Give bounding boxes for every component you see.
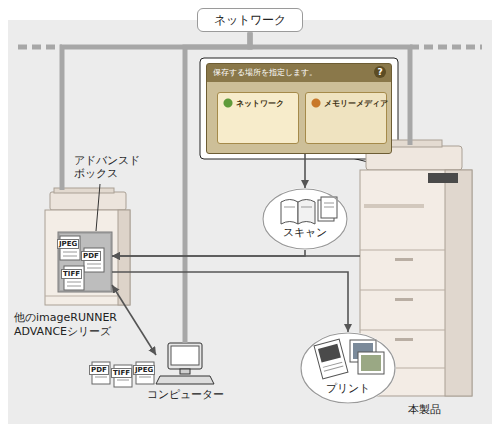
computer-documents xyxy=(139,377,151,378)
flow-arrow xyxy=(112,272,348,332)
other-copier-drawing xyxy=(45,210,130,305)
file-type-tag: PDF xyxy=(81,251,101,261)
network-title: ネットワーク xyxy=(198,9,302,31)
leader-line xyxy=(96,184,100,231)
button-label: ネットワーク xyxy=(218,93,298,108)
print-illustration xyxy=(361,355,381,371)
background-panel xyxy=(8,20,492,424)
other-copier-drawing xyxy=(50,192,126,210)
main-copier-drawing xyxy=(360,140,472,396)
main-copier-drawing xyxy=(360,170,472,396)
bubble-outline xyxy=(301,333,395,403)
other-copier-drawing xyxy=(118,210,130,305)
document-icon xyxy=(67,286,81,287)
computer-drawing xyxy=(156,376,214,384)
scan-illustration xyxy=(281,200,298,225)
print-illustration xyxy=(314,339,348,379)
file-type-tag: PDF xyxy=(89,365,109,375)
main-copier-drawing xyxy=(360,290,445,291)
main-copier-drawing xyxy=(395,338,413,341)
background-panel xyxy=(8,20,492,424)
document-icon xyxy=(87,268,101,269)
computer-documents xyxy=(117,380,129,381)
main-copier-drawing xyxy=(360,250,445,251)
computer-drawing xyxy=(156,343,214,384)
document-icon xyxy=(63,256,77,257)
device-label: 他のimageRUNNER ADVANCEシリーズ xyxy=(14,311,128,339)
advanced-box-drawing xyxy=(58,232,112,292)
save-location-panel: ネットワークメモリーメディア保存する場所を指定します。 xyxy=(206,63,392,154)
screen-callout xyxy=(200,58,398,159)
button-label: メモリーメディア xyxy=(306,93,386,108)
box-label: アドバンスドボックス xyxy=(74,154,144,180)
print-illustration xyxy=(318,344,341,363)
document-icon xyxy=(67,282,81,283)
document-icon xyxy=(87,264,101,265)
file-type-tag: JPEG xyxy=(133,365,155,375)
computer-drawing xyxy=(171,346,199,365)
other-copier-drawing xyxy=(45,188,130,305)
scan-bubble: スキャン xyxy=(262,188,348,250)
computer-drawing xyxy=(168,343,202,369)
scan-illustration xyxy=(262,188,348,250)
print-label: プリント xyxy=(300,382,396,395)
print-illustration xyxy=(358,352,384,374)
network-bus-dashes xyxy=(18,45,62,50)
file-type-tag: TIFF xyxy=(61,269,82,279)
bubble-outline xyxy=(263,189,347,249)
computer: コンピューター xyxy=(156,343,214,385)
main-copier: 本製品 xyxy=(360,145,472,395)
computer-drawing xyxy=(180,369,190,374)
scan-label: スキャン xyxy=(262,226,348,239)
help-icon: ? xyxy=(374,66,386,78)
print-illustration xyxy=(324,366,343,371)
print-illustration xyxy=(300,332,396,404)
main-copier-drawing xyxy=(395,298,413,301)
network-button: ネットワーク xyxy=(217,92,299,144)
print-illustration xyxy=(300,332,396,404)
bubble-outline xyxy=(262,188,348,250)
flow-arrow xyxy=(112,250,305,256)
print-bubble: プリント xyxy=(300,332,396,404)
file-type-tag: JPEG xyxy=(57,239,79,249)
main-copier-drawing xyxy=(428,173,458,183)
other-copier-drawing xyxy=(45,296,118,297)
document-icon xyxy=(63,252,77,253)
scan-illustration xyxy=(284,207,295,208)
advanced-box-drawing xyxy=(58,232,112,292)
scan-illustration xyxy=(321,197,337,218)
leader-line xyxy=(96,184,100,231)
scan-illustration xyxy=(324,207,334,208)
computer-label: コンピューター xyxy=(136,388,234,401)
scan-illustration xyxy=(324,203,334,204)
file-type-tag: TIFF xyxy=(111,368,132,378)
network-bus-dashes xyxy=(410,45,482,50)
computer-documents xyxy=(95,377,107,378)
flow-arrow xyxy=(304,154,306,188)
main-copier-drawing xyxy=(395,258,413,261)
network-box: ネットワーク xyxy=(197,8,303,32)
device-label: 本製品 xyxy=(408,403,441,416)
scan-illustration xyxy=(262,188,348,250)
main-copier-drawing xyxy=(445,170,472,396)
main-copier-drawing xyxy=(360,330,445,331)
flow-arrow xyxy=(112,255,360,257)
flow-arrow xyxy=(112,285,156,355)
main-copier-drawing xyxy=(364,204,424,208)
print-illustration xyxy=(314,339,348,379)
scan-illustration xyxy=(301,207,312,208)
memory-media-button: メモリーメディア xyxy=(305,92,387,144)
panel-heading: 保存する場所を指定します。 xyxy=(213,68,397,77)
scan-illustration xyxy=(298,200,315,225)
